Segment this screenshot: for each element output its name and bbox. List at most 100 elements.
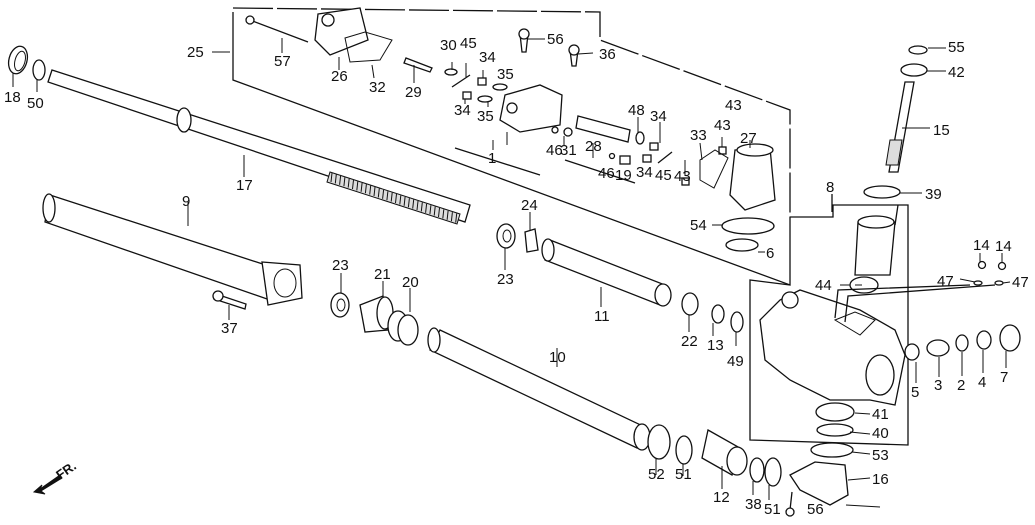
part-50-ring <box>32 59 46 81</box>
part-34b-plug <box>462 91 472 100</box>
rack-tooth <box>364 184 367 194</box>
part-33-gasket <box>699 149 729 189</box>
callout-28: 28 <box>585 138 602 155</box>
part-56b-bolt <box>789 491 793 511</box>
part-3-spring <box>926 339 950 357</box>
part-2-ring <box>955 334 969 352</box>
callout-23b: 23 <box>497 271 514 288</box>
rack-tooth <box>399 195 402 205</box>
callout-17: 17 <box>236 177 253 194</box>
part-27-housing <box>729 147 776 211</box>
callout-35b: 35 <box>477 108 494 125</box>
callout-33: 33 <box>690 127 707 144</box>
rack-tooth <box>339 175 342 185</box>
line-47b <box>844 284 996 323</box>
callout-27: 27 <box>740 130 757 147</box>
callout-49: 49 <box>727 353 744 370</box>
callout-55: 55 <box>948 39 965 56</box>
part-9-cylinder <box>44 194 276 301</box>
callout-40: 40 <box>872 425 889 442</box>
part-26-cover <box>314 7 369 56</box>
callout-34a: 34 <box>479 49 496 66</box>
part-51b-ring <box>764 457 782 487</box>
part-34c-plug <box>649 142 659 151</box>
callout-1: 1 <box>488 150 496 167</box>
part-47a-washer <box>973 280 983 286</box>
callout-44: 44 <box>815 277 832 294</box>
callout-16: 16 <box>872 471 889 488</box>
part-23a-inner <box>336 298 346 312</box>
callout-2: 2 <box>957 377 965 394</box>
part-18-inner <box>14 50 26 72</box>
part-10-tube <box>429 329 648 449</box>
part-43a-plug <box>681 177 690 186</box>
part-30-spring <box>444 68 458 76</box>
callout-10: 10 <box>549 349 566 366</box>
part-53-ring <box>810 442 854 458</box>
rack-tooth <box>450 212 453 222</box>
callout-13: 13 <box>707 337 724 354</box>
part-8-pin <box>894 204 899 226</box>
rack-tooth <box>352 179 354 190</box>
part-57-bolt-shaft <box>249 19 309 43</box>
part-12-end <box>726 446 748 476</box>
callout-30: 30 <box>440 37 457 54</box>
part-56a-head <box>518 28 530 40</box>
rack-tooth <box>373 186 376 197</box>
part-46b-ring <box>608 152 616 160</box>
rack-tooth <box>377 188 380 198</box>
part-20-ring <box>397 314 419 346</box>
callout-29: 29 <box>405 84 422 101</box>
callout-51c: 51 <box>764 501 781 518</box>
callout-56b: 56 <box>807 501 824 518</box>
callout-50: 50 <box>27 95 44 112</box>
part-11-end <box>541 238 555 262</box>
callout-11: 11 <box>594 308 610 325</box>
callout-25: 25 <box>187 44 204 61</box>
callout-6: 6 <box>766 245 774 262</box>
callout-23a: 23 <box>332 257 349 274</box>
callout-51a: 51 <box>675 466 692 483</box>
group-box-25-top <box>232 7 791 240</box>
part-42-bearing <box>900 63 928 77</box>
callout-21: 21 <box>374 266 391 283</box>
part-9-bore <box>273 268 297 298</box>
callout-41: 41 <box>872 406 889 423</box>
rack-tooth <box>369 185 372 195</box>
part-35b-spring <box>477 95 493 103</box>
part-36-head <box>568 44 580 56</box>
callout-48: 48 <box>628 102 645 119</box>
part-40-clip <box>816 423 854 437</box>
part-54-ring <box>721 217 775 235</box>
rack-tooth <box>420 202 423 212</box>
part-22-ring <box>681 292 699 316</box>
part-16-cover <box>789 461 849 506</box>
rack-tooth <box>425 203 428 213</box>
callout-53: 53 <box>872 447 889 464</box>
rack-tooth <box>390 192 393 202</box>
group-box-8 <box>749 204 909 446</box>
callout-45b: 45 <box>655 167 672 184</box>
rack-tooth <box>347 178 350 188</box>
part-23b-inner <box>502 229 512 243</box>
part-23a-seal <box>330 292 350 318</box>
part-56b-head <box>785 507 795 517</box>
callout-24: 24 <box>521 197 538 214</box>
part-45a-pin <box>451 74 471 88</box>
part-28-spool <box>575 115 631 143</box>
part-38-clip <box>749 457 765 483</box>
part-26-port <box>321 13 335 27</box>
part-46a-ring <box>551 126 559 134</box>
callout-42: 42 <box>948 64 965 81</box>
part-15-gear <box>885 139 903 166</box>
callout-4: 4 <box>978 374 986 391</box>
part-37-head <box>212 290 224 302</box>
part-4-screw <box>976 330 992 350</box>
part-11-sleeve <box>544 239 666 306</box>
callout-45a: 45 <box>460 35 477 52</box>
part-27-top <box>736 143 774 157</box>
part-57-head <box>245 15 255 25</box>
callout-19: 19 <box>615 167 632 184</box>
